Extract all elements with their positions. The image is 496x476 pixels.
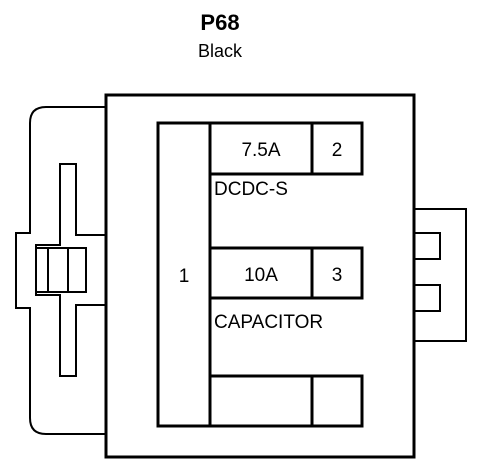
circuit-label-row1: DCDC-S (214, 179, 288, 200)
right-tab-window-lower (413, 284, 441, 312)
pin-1-label: 1 (179, 266, 190, 287)
right-lock-tab (413, 208, 467, 342)
left-latch-slot (35, 247, 87, 293)
left-latch (15, 106, 106, 435)
circuit-label-row2: CAPACITOR (214, 312, 323, 333)
connector-color: Black (197, 41, 242, 61)
left-latch-inner (35, 163, 106, 377)
fuse-rating-row1: 7.5A (241, 140, 280, 161)
pin-2-label: 2 (332, 140, 343, 161)
cavity-frame (156, 121, 364, 428)
connector-id: P68 (200, 10, 240, 35)
pin-3-label: 3 (332, 265, 343, 286)
fuse-rating-row2: 10A (244, 265, 278, 286)
right-tab-window-upper (413, 232, 441, 260)
